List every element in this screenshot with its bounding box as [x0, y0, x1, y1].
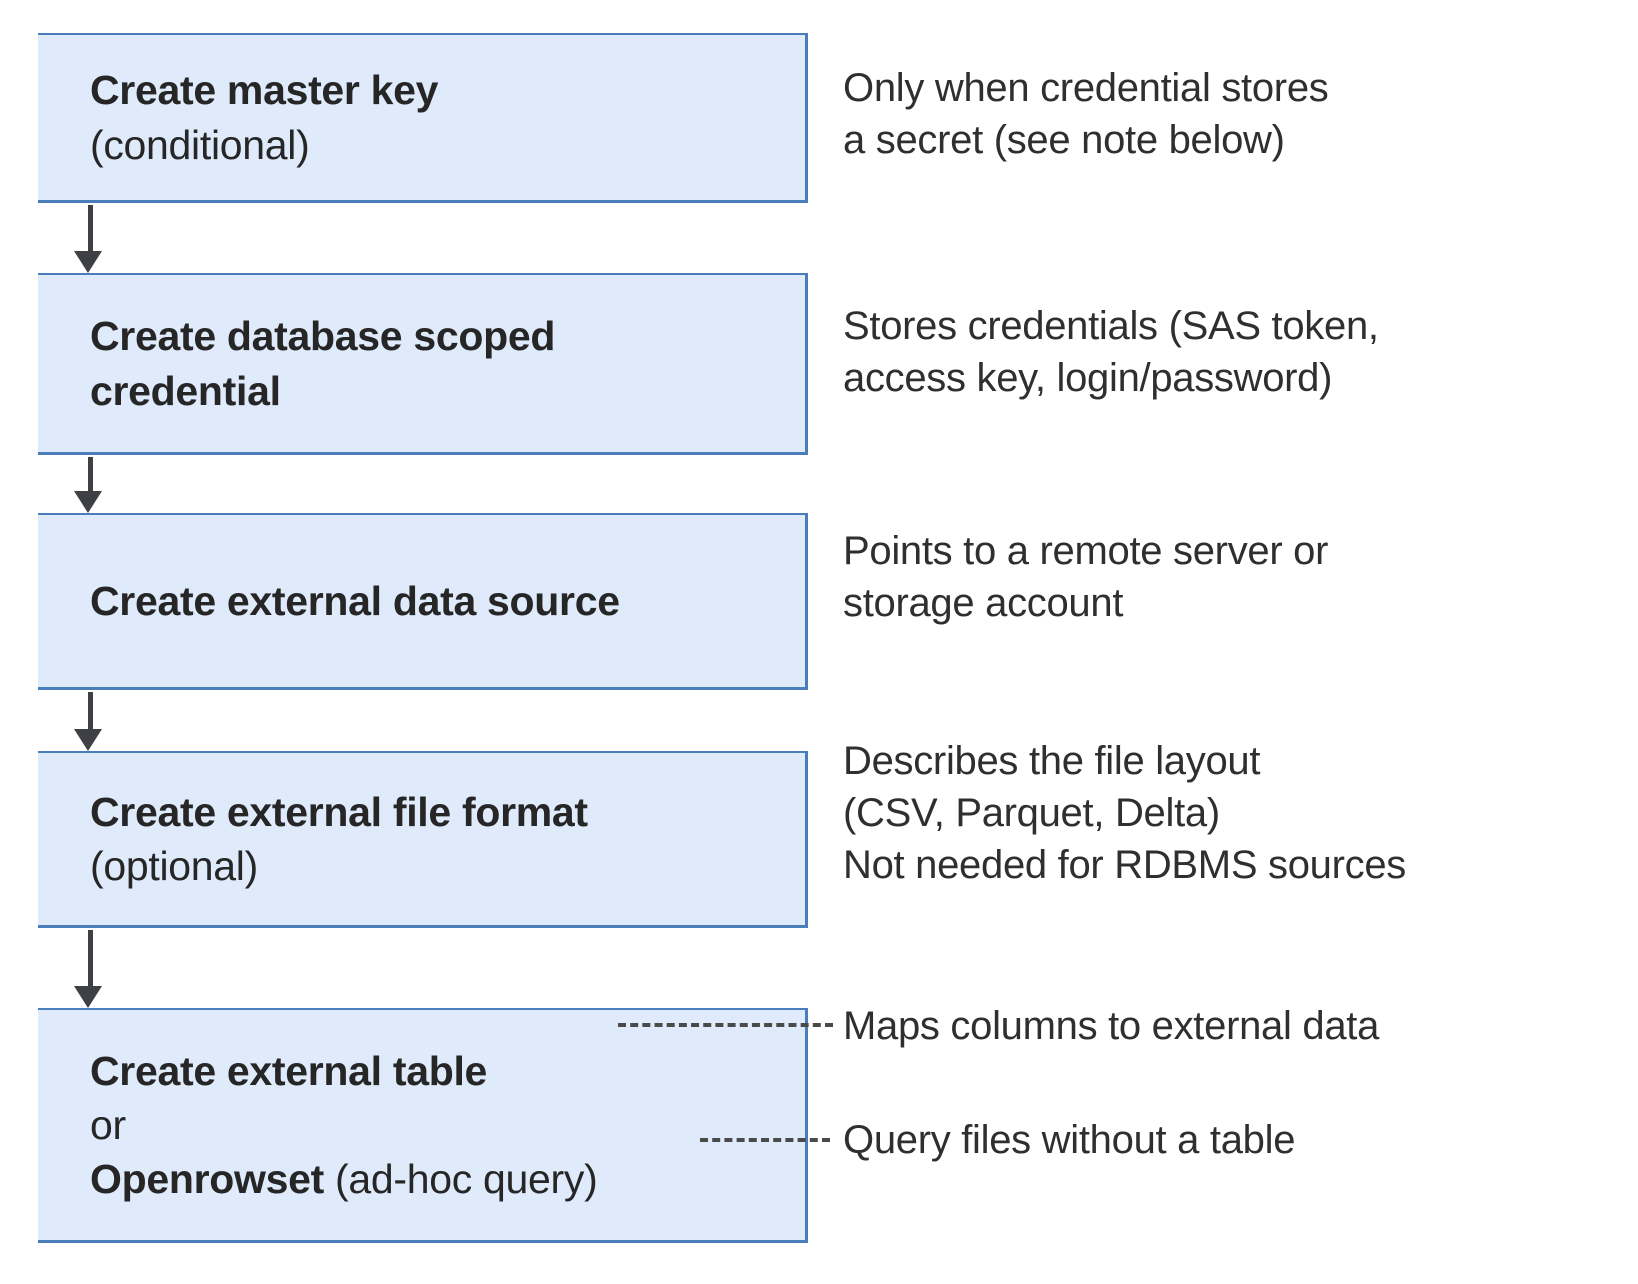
step-title-line1: Create database scoped: [90, 313, 556, 360]
note-maps-columns: Maps columns to external data: [843, 1004, 1380, 1048]
arrow-shaft: [88, 930, 93, 988]
note-line: Points to a remote server or: [843, 529, 1329, 573]
dashed-leader-line-2: [700, 1138, 830, 1142]
step-box-create-master-key[interactable]: Create master key (conditional): [38, 33, 808, 203]
note-create-master-key: Only when credential stores a secret (se…: [843, 62, 1623, 166]
note-line: Describes the file layout: [843, 739, 1261, 783]
flow-arrow-3: [74, 692, 102, 751]
step-box-create-external-file-format[interactable]: Create external file format (optional): [38, 751, 808, 928]
step-title-create-external-data-source: Create external data source: [90, 577, 620, 624]
arrow-shaft: [88, 457, 93, 493]
step-box-create-external-data-source[interactable]: Create external data source: [38, 513, 808, 690]
flow-arrow-1: [74, 205, 102, 273]
note-line: Only when credential stores: [843, 66, 1329, 110]
arrow-head-icon: [74, 729, 102, 751]
note-line: (CSV, Parquet, Delta): [843, 791, 1220, 835]
step-box-create-external-table-or-openrowset[interactable]: Create external table or Openrowset (ad-…: [38, 1008, 808, 1243]
note-query-files: Query files without a table: [843, 1118, 1296, 1162]
step-title-create-external-table: Create external table: [90, 1047, 488, 1094]
note-create-external-data-source: Points to a remote server or storage acc…: [843, 525, 1623, 629]
note-line: access key, login/password): [843, 356, 1333, 400]
flow-arrow-4: [74, 930, 102, 1008]
arrow-shaft: [88, 692, 93, 731]
step-title-openrowset-suffix: (ad-hoc query): [323, 1156, 598, 1203]
step-title-create-master-key: Create master key: [90, 67, 439, 114]
flow-arrow-2: [74, 457, 102, 513]
note-line: storage account: [843, 581, 1124, 625]
arrow-head-icon: [74, 491, 102, 513]
step-subtitle-conditional: (conditional): [90, 121, 310, 168]
step-title-openrowset: Openrowset: [90, 1156, 324, 1203]
step-subtitle-optional: (optional): [90, 843, 258, 889]
note-create-external-file-format: Describes the file layout (CSV, Parquet,…: [843, 735, 1623, 891]
arrow-head-icon: [74, 251, 102, 273]
note-line: Stores credentials (SAS token,: [843, 304, 1379, 348]
arrow-shaft: [88, 205, 93, 253]
step-title-openrowset-row: Openrowset (ad-hoc query): [90, 1152, 805, 1206]
step-title-or: or: [90, 1101, 126, 1148]
note-create-database-scoped-credential: Stores credentials (SAS token, access ke…: [843, 300, 1623, 404]
note-line: a secret (see note below): [843, 118, 1285, 162]
step-box-create-database-scoped-credential[interactable]: Create database scoped credential: [38, 273, 808, 455]
step-title-line2: credential: [90, 367, 281, 414]
step-title-create-external-file-format: Create external file format: [90, 788, 588, 835]
dashed-leader-line-1: [618, 1023, 833, 1027]
arrow-head-icon: [74, 986, 102, 1008]
note-line: Not needed for RDBMS sources: [843, 843, 1406, 887]
